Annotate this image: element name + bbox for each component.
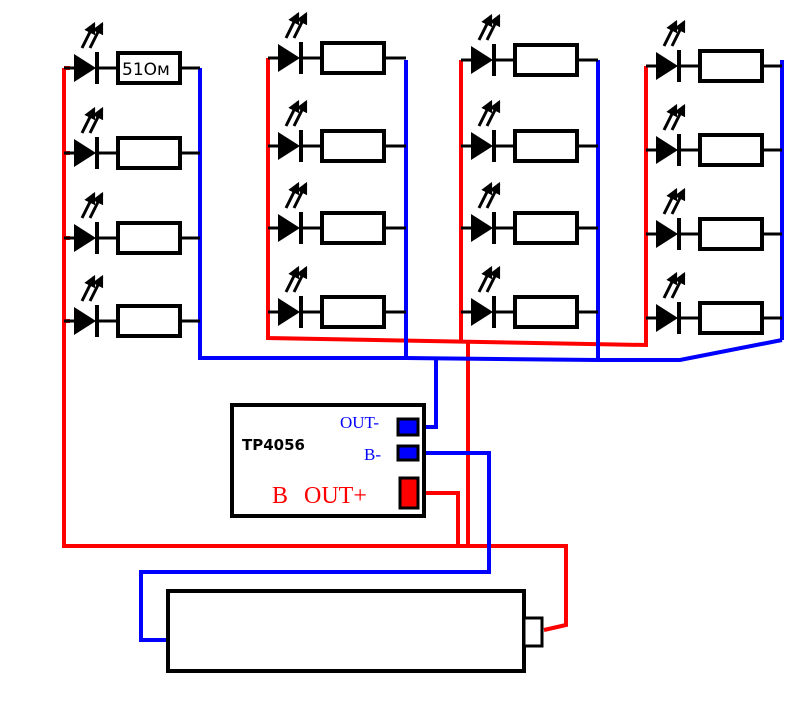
resistor <box>513 211 579 245</box>
b-minus-label: B- <box>364 445 381 464</box>
resistor <box>698 217 764 251</box>
light-arrow-icon <box>662 19 678 47</box>
light-arrow-icon <box>80 191 96 219</box>
b-plus-pad <box>398 476 420 510</box>
led-icon <box>278 214 300 242</box>
led-icon <box>74 307 96 335</box>
led-branch <box>461 265 598 329</box>
led-branch <box>646 271 782 335</box>
light-arrow-icon <box>284 265 300 293</box>
light-arrow-icon <box>477 13 493 41</box>
tp4056-module: TP4056 OUT- B- B OUT+ <box>230 403 426 518</box>
led-icon <box>278 298 300 326</box>
resistor <box>513 295 579 329</box>
out-plus-label: OUT+ <box>304 483 367 509</box>
light-arrow-icon <box>80 21 96 49</box>
resistor <box>513 43 579 77</box>
blue-wire-b-minus <box>139 451 491 642</box>
led-icon <box>656 52 678 80</box>
led-branch <box>64 274 200 338</box>
light-arrow-icon <box>662 187 678 215</box>
b-plus-label: B <box>272 483 288 509</box>
led-icon <box>74 54 96 82</box>
led-icon <box>656 136 678 164</box>
tp4056-board <box>230 403 426 518</box>
resistor <box>116 51 182 85</box>
led-branch <box>461 13 598 77</box>
led-branch <box>64 106 200 170</box>
light-arrow-icon <box>662 103 678 131</box>
light-arrow-icon <box>284 99 300 127</box>
led-branch <box>461 99 598 163</box>
led-icon <box>471 132 493 160</box>
led-group-3 <box>461 13 598 329</box>
red-wire-group2-rail <box>266 58 648 348</box>
led-branch <box>268 11 406 75</box>
led-group-2 <box>268 11 406 329</box>
led-group-4 <box>646 19 782 335</box>
resistor <box>513 129 579 163</box>
resistor <box>698 301 764 335</box>
resistor <box>320 295 386 329</box>
resistor <box>698 49 764 83</box>
resistor <box>320 129 386 163</box>
blue-wire-group1-rail <box>198 68 783 362</box>
light-arrow-icon <box>80 274 96 302</box>
led-branch <box>646 187 782 251</box>
red-wire-group1-rail <box>62 68 568 632</box>
led-branch <box>646 19 782 83</box>
b-minus-pad <box>396 444 420 462</box>
led-icon <box>656 220 678 248</box>
resistor <box>116 136 182 170</box>
led-group-1: 51Ом <box>64 21 200 338</box>
light-arrow-icon <box>477 265 493 293</box>
led-branch <box>646 103 782 167</box>
led-branch <box>64 191 200 255</box>
light-arrow-icon <box>284 181 300 209</box>
battery <box>166 589 544 673</box>
light-arrow-icon <box>662 271 678 299</box>
led-icon <box>656 304 678 332</box>
led-branch <box>268 181 406 245</box>
light-arrow-icon <box>80 106 96 134</box>
led-icon <box>471 46 493 74</box>
resistor <box>698 133 764 167</box>
resistor <box>116 221 182 255</box>
led-icon <box>74 139 96 167</box>
resistor-value-label: 51Ом <box>122 60 170 80</box>
resistor <box>320 41 386 75</box>
light-arrow-icon <box>477 181 493 209</box>
led-groups: 51Ом <box>64 11 782 338</box>
out-minus-pad <box>396 417 420 437</box>
resistor <box>320 211 386 245</box>
resistor <box>116 304 182 338</box>
led-branch: 51Ом <box>64 21 200 85</box>
red-wire-out-plus <box>418 491 460 546</box>
led-icon <box>278 44 300 72</box>
led-icon <box>278 132 300 160</box>
battery-body <box>166 589 526 673</box>
led-icon <box>74 224 96 252</box>
light-arrow-icon <box>477 99 493 127</box>
battery-terminal <box>522 616 544 648</box>
led-icon <box>471 298 493 326</box>
light-arrow-icon <box>284 11 300 39</box>
led-branch <box>268 99 406 163</box>
led-branch <box>268 265 406 329</box>
led-icon <box>471 214 493 242</box>
tp4056-name: TP4056 <box>242 436 305 454</box>
led-branch <box>461 181 598 245</box>
out-minus-label: OUT- <box>340 413 379 432</box>
